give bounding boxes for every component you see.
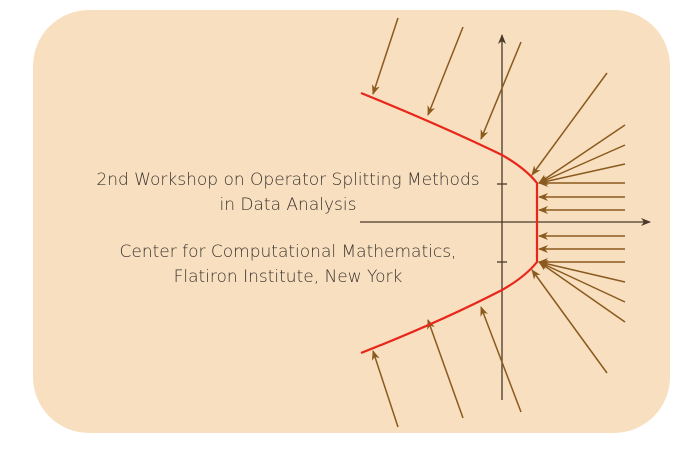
- banner-background: [33, 10, 670, 433]
- arrow: [480, 306, 522, 413]
- arrow: [372, 17, 399, 95]
- arrow: [538, 260, 626, 283]
- arrow: [427, 26, 464, 116]
- arrow: [531, 269, 608, 374]
- title-line-1: 2nd Workshop on Operator Splitting Metho…: [96, 170, 479, 190]
- boundary-curve: [360, 91, 539, 355]
- title-line-2: in Data Analysis: [220, 195, 357, 215]
- venue-line-2: Flatiron Institute, New York: [174, 267, 403, 287]
- arrow: [538, 163, 626, 185]
- arrow: [538, 261, 626, 303]
- arrow: [538, 144, 626, 184]
- normal-arrows: [372, 17, 626, 428]
- venue-line-1: Center for Computational Mathematics,: [120, 242, 457, 262]
- arrow: [538, 261, 626, 323]
- arrow: [531, 72, 608, 176]
- arrow: [538, 124, 626, 184]
- arrow: [480, 41, 522, 140]
- arrow: [427, 319, 464, 419]
- axes: [360, 34, 651, 400]
- arrow: [372, 350, 399, 428]
